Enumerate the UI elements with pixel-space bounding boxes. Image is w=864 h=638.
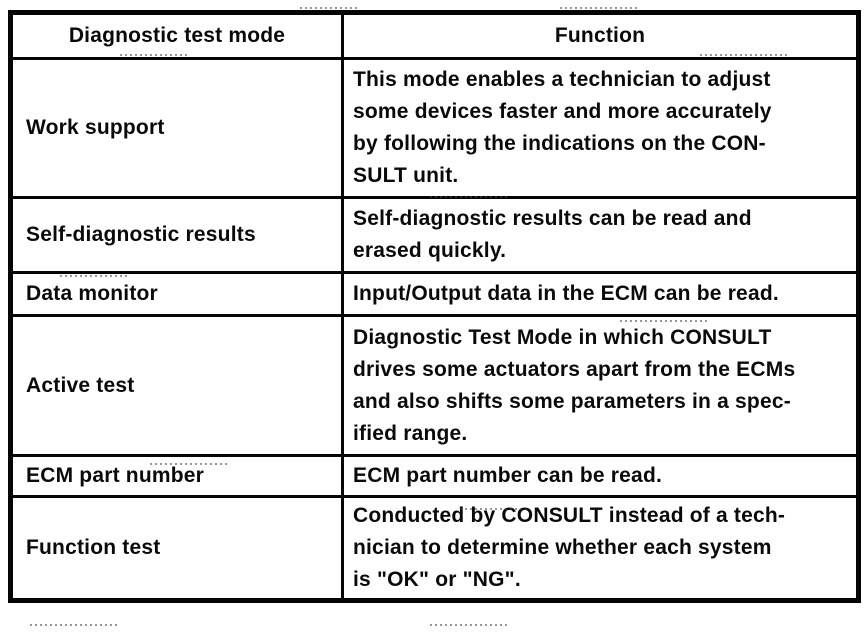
function-cell: This mode enables a technician to adjust… bbox=[341, 57, 860, 199]
scan-artifact bbox=[300, 7, 360, 9]
function-cell: Self-diagnostic results can be read and … bbox=[341, 196, 860, 274]
scan-artifact bbox=[30, 624, 120, 626]
mode-cell: ECM part number bbox=[9, 454, 344, 498]
function-cell: Diagnostic Test Mode in which CONSULT dr… bbox=[341, 314, 860, 457]
table-row: Function test Conducted by CONSULT inste… bbox=[9, 495, 860, 602]
table-row: Active test Diagnostic Test Mode in whic… bbox=[9, 314, 860, 457]
table-row: Data monitor Input/Output data in the EC… bbox=[9, 271, 860, 317]
mode-cell: Data monitor bbox=[9, 271, 344, 317]
mode-cell: Active test bbox=[9, 314, 344, 457]
function-cell: ECM part number can be read. bbox=[341, 454, 860, 498]
table-row: Self-diagnostic results Self-diagnostic … bbox=[9, 196, 860, 274]
function-cell: Input/Output data in the ECM can be read… bbox=[341, 271, 860, 317]
function-column-header: Function bbox=[341, 11, 860, 60]
table-row: ECM part number ECM part number can be r… bbox=[9, 454, 860, 498]
mode-cell: Self-diagnostic results bbox=[9, 196, 344, 274]
mode-cell: Work support bbox=[9, 57, 344, 199]
function-cell: Conducted by CONSULT instead of a tech- … bbox=[341, 495, 860, 602]
scan-artifact bbox=[560, 7, 640, 9]
header-row: Diagnostic test mode Function bbox=[9, 11, 860, 60]
table-row: Work support This mode enables a technic… bbox=[9, 57, 860, 199]
mode-cell: Function test bbox=[9, 495, 344, 602]
diagnostic-test-mode-table: Diagnostic test mode Function Work suppo… bbox=[8, 10, 861, 603]
mode-column-header: Diagnostic test mode bbox=[9, 11, 344, 60]
scan-artifact bbox=[430, 624, 510, 626]
